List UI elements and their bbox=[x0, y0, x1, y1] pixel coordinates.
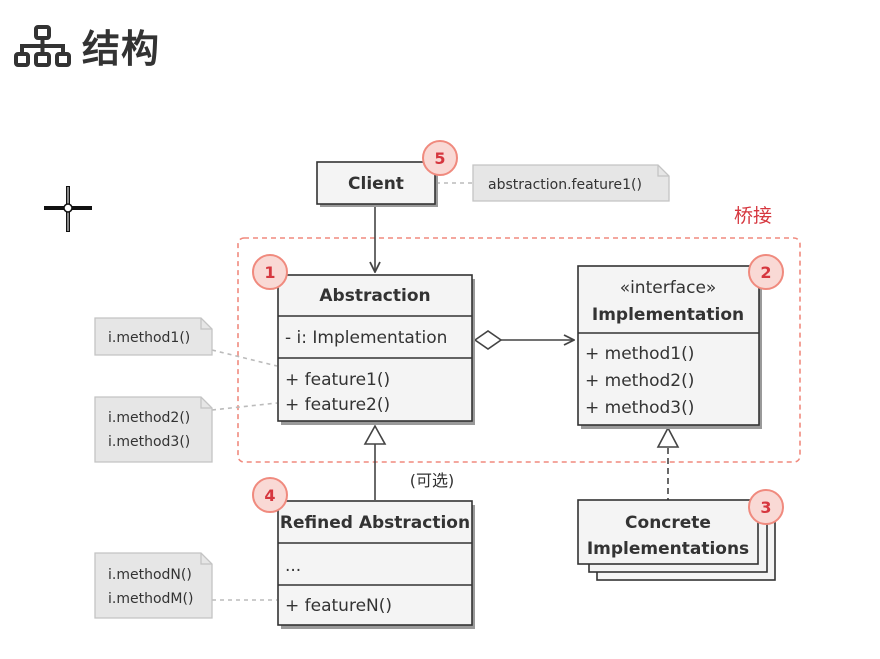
structure-icon bbox=[14, 24, 71, 67]
crosshair-cursor-icon bbox=[44, 186, 92, 232]
implementation-method-1: + method1() bbox=[585, 344, 694, 364]
concrete-box bbox=[577, 499, 759, 565]
svg-text:4: 4 bbox=[264, 486, 275, 505]
svg-text:1: 1 bbox=[264, 263, 275, 282]
abstraction-field: - i: Implementation bbox=[285, 328, 447, 348]
featureN-note bbox=[94, 552, 213, 619]
implementation-method-3: + method3() bbox=[585, 398, 694, 418]
bridge-label: 桥接 bbox=[734, 205, 772, 227]
client-note bbox=[472, 164, 670, 202]
feature1-note bbox=[94, 317, 213, 356]
svg-text:2: 2 bbox=[760, 263, 771, 282]
abstraction-method-2: + feature2() bbox=[285, 395, 390, 415]
implementation-method-2: + method2() bbox=[585, 371, 694, 391]
page-title: 结构 bbox=[82, 27, 161, 71]
bridge-region bbox=[237, 237, 801, 463]
abstraction-method-1: + feature1() bbox=[285, 370, 390, 390]
abstraction-name: Abstraction bbox=[319, 286, 430, 306]
feature1-note-text: i.method1() bbox=[108, 330, 190, 346]
feature2-note-line2: i.method3() bbox=[108, 434, 190, 450]
page-header: 结构 bbox=[14, 18, 160, 73]
featureN-note-line1: i.methodN() bbox=[108, 567, 192, 583]
svg-text:5: 5 bbox=[434, 149, 445, 168]
concrete-name-line2: Implementations bbox=[587, 539, 749, 559]
refined-field: ... bbox=[285, 556, 301, 576]
feature2-note-connector bbox=[211, 402, 278, 411]
concrete-name-line1: Concrete bbox=[625, 513, 711, 533]
optional-label: (可选) bbox=[410, 471, 455, 490]
badge-5: 5 bbox=[422, 140, 458, 176]
client-note-text: abstraction.feature1() bbox=[488, 177, 642, 193]
badge-4: 4 bbox=[252, 477, 288, 513]
aggregation-diamond-icon bbox=[473, 330, 503, 350]
abstraction-box bbox=[277, 274, 473, 422]
implementation-name: Implementation bbox=[592, 305, 744, 325]
refined-name: Refined Abstraction bbox=[280, 513, 470, 533]
featureN-note-line2: i.methodM() bbox=[108, 591, 193, 607]
badge-2: 2 bbox=[748, 254, 784, 290]
implementation-box bbox=[577, 265, 760, 426]
client-box bbox=[316, 161, 436, 205]
feature1-note-connector bbox=[211, 349, 278, 367]
implementation-stereotype: «interface» bbox=[620, 278, 717, 298]
feature2-note-line1: i.method2() bbox=[108, 410, 190, 426]
feature2-note bbox=[94, 396, 213, 463]
badge-1: 1 bbox=[252, 254, 288, 290]
badge-3: 3 bbox=[748, 489, 784, 525]
svg-text:3: 3 bbox=[760, 498, 771, 517]
refined-method-1: + featureN() bbox=[285, 596, 392, 616]
inheritance-triangle-icon bbox=[363, 424, 387, 445]
refined-box bbox=[277, 500, 473, 626]
client-name: Client bbox=[348, 174, 404, 194]
realization-triangle-icon bbox=[656, 426, 680, 448]
